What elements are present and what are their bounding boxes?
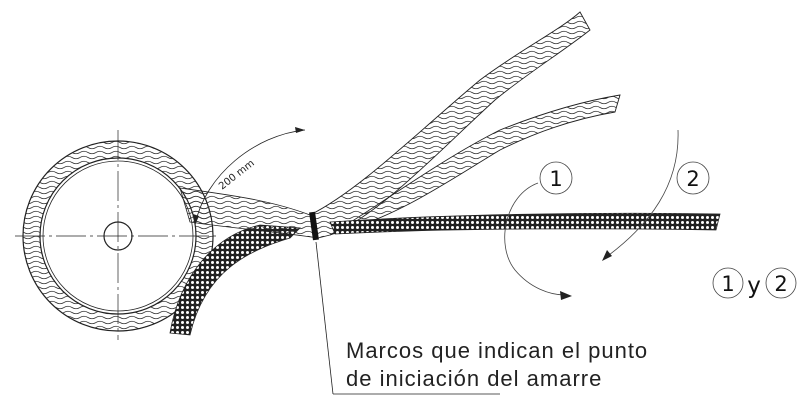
svg-text:2: 2 xyxy=(774,272,787,296)
svg-text:2: 2 xyxy=(686,167,699,191)
rope-strand-middle xyxy=(329,94,621,236)
svg-text:y: y xyxy=(747,273,761,299)
rotation-arrow-2 xyxy=(604,129,679,259)
arrowhead-2 xyxy=(602,250,612,261)
marker-1-and-2: 1 y 2 xyxy=(712,267,797,299)
dimension-label: 200 mm xyxy=(217,158,257,192)
note-leader xyxy=(315,241,500,395)
arrowhead-1 xyxy=(560,291,572,300)
rotation-arrow-1 xyxy=(504,182,566,296)
svg-text:1: 1 xyxy=(721,272,734,296)
ring xyxy=(15,130,220,340)
note-line-2: de iniciación del amarre xyxy=(346,366,602,391)
rope-strand-upper xyxy=(309,11,591,239)
seizing-mark xyxy=(309,211,319,241)
braided-strand-lower xyxy=(169,224,301,336)
braided-strand-main xyxy=(329,212,721,235)
note-line-1: Marcos que indican el punto xyxy=(346,338,648,363)
marker-1: 1 xyxy=(539,161,573,195)
centerlines xyxy=(15,130,220,340)
svg-text:1: 1 xyxy=(549,167,562,191)
marker-2: 2 xyxy=(676,161,710,195)
